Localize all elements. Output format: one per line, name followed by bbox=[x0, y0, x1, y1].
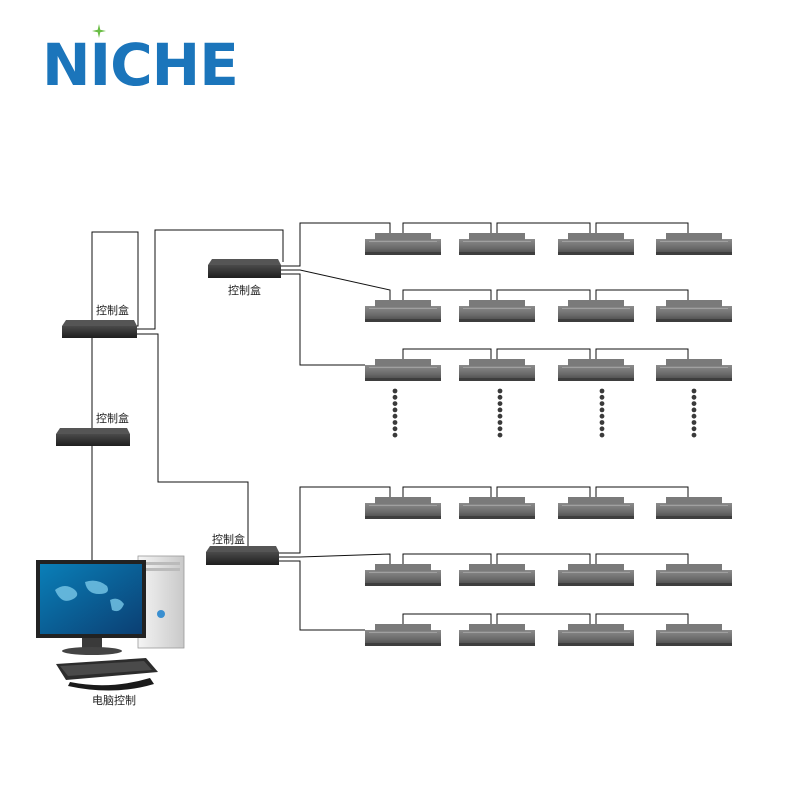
wire bbox=[281, 273, 365, 366]
wire bbox=[595, 222, 689, 233]
wire bbox=[91, 231, 139, 327]
light-fixture-icon bbox=[656, 359, 732, 381]
light-fixture-icon bbox=[459, 624, 535, 646]
light-fixture-icon bbox=[558, 624, 634, 646]
light-fixture-icon bbox=[459, 359, 535, 381]
continuation-dots-icon bbox=[497, 388, 503, 438]
light-fixture-icon bbox=[365, 624, 441, 646]
logo-wordmark: NICHE bbox=[42, 31, 239, 99]
control-box-icon bbox=[62, 320, 137, 338]
light-fixture-icon bbox=[558, 300, 634, 322]
computer-label: 电脑控制 bbox=[92, 693, 136, 707]
control-box-icon bbox=[56, 428, 130, 446]
wire bbox=[402, 222, 492, 233]
light-fixture-icon bbox=[365, 359, 441, 381]
continuation-dots-icon bbox=[599, 388, 605, 438]
control-box-icon bbox=[206, 546, 279, 565]
wire bbox=[496, 289, 591, 300]
light-fixture-icon bbox=[656, 564, 732, 586]
light-fixture-icon bbox=[459, 497, 535, 519]
light-fixture-icon bbox=[656, 624, 732, 646]
niche-logo: NICHE bbox=[42, 22, 252, 102]
wire bbox=[595, 486, 689, 497]
continuation-dots-icon bbox=[392, 388, 398, 438]
light-fixture-icon bbox=[459, 300, 535, 322]
wire bbox=[136, 333, 249, 552]
control-box-icon bbox=[208, 259, 281, 278]
light-fixture-icon bbox=[656, 233, 732, 255]
wire bbox=[279, 486, 391, 554]
computer-icon bbox=[36, 555, 185, 691]
wire bbox=[402, 613, 492, 624]
light-fixture-icon bbox=[656, 497, 732, 519]
wire bbox=[402, 553, 492, 564]
wire bbox=[595, 553, 689, 564]
continuation-dots-icon bbox=[691, 388, 697, 438]
control-box-label: 控制盒 bbox=[96, 411, 129, 425]
light-fixture-icon bbox=[558, 359, 634, 381]
light-fixture-icon bbox=[656, 300, 732, 322]
wire bbox=[595, 348, 689, 359]
light-fixture-icon bbox=[459, 564, 535, 586]
wire bbox=[496, 613, 591, 624]
control-box-label: 控制盒 bbox=[96, 303, 129, 317]
logo-sparkle-icon bbox=[92, 24, 106, 38]
wire bbox=[496, 486, 591, 497]
light-fixture-icon bbox=[365, 300, 441, 322]
light-fixture-icon bbox=[558, 497, 634, 519]
wire bbox=[496, 222, 591, 233]
wire bbox=[595, 289, 689, 300]
light-fixture-icon bbox=[365, 564, 441, 586]
light-fixture-icon bbox=[365, 233, 441, 255]
wire bbox=[402, 289, 492, 300]
control-box-label: 控制盒 bbox=[228, 283, 261, 297]
wire bbox=[281, 222, 391, 267]
light-fixture-icon bbox=[558, 564, 634, 586]
wire bbox=[281, 269, 391, 300]
wire bbox=[496, 348, 591, 359]
control-box-label: 控制盒 bbox=[212, 532, 245, 546]
wire bbox=[402, 486, 492, 497]
light-fixture-icon bbox=[558, 233, 634, 255]
light-fixture-icon bbox=[365, 497, 441, 519]
wire bbox=[279, 560, 365, 631]
wire bbox=[136, 229, 284, 330]
light-fixture-icon bbox=[459, 233, 535, 255]
wire bbox=[279, 553, 391, 564]
wire bbox=[595, 613, 689, 624]
wire bbox=[496, 553, 591, 564]
wire bbox=[402, 348, 492, 359]
